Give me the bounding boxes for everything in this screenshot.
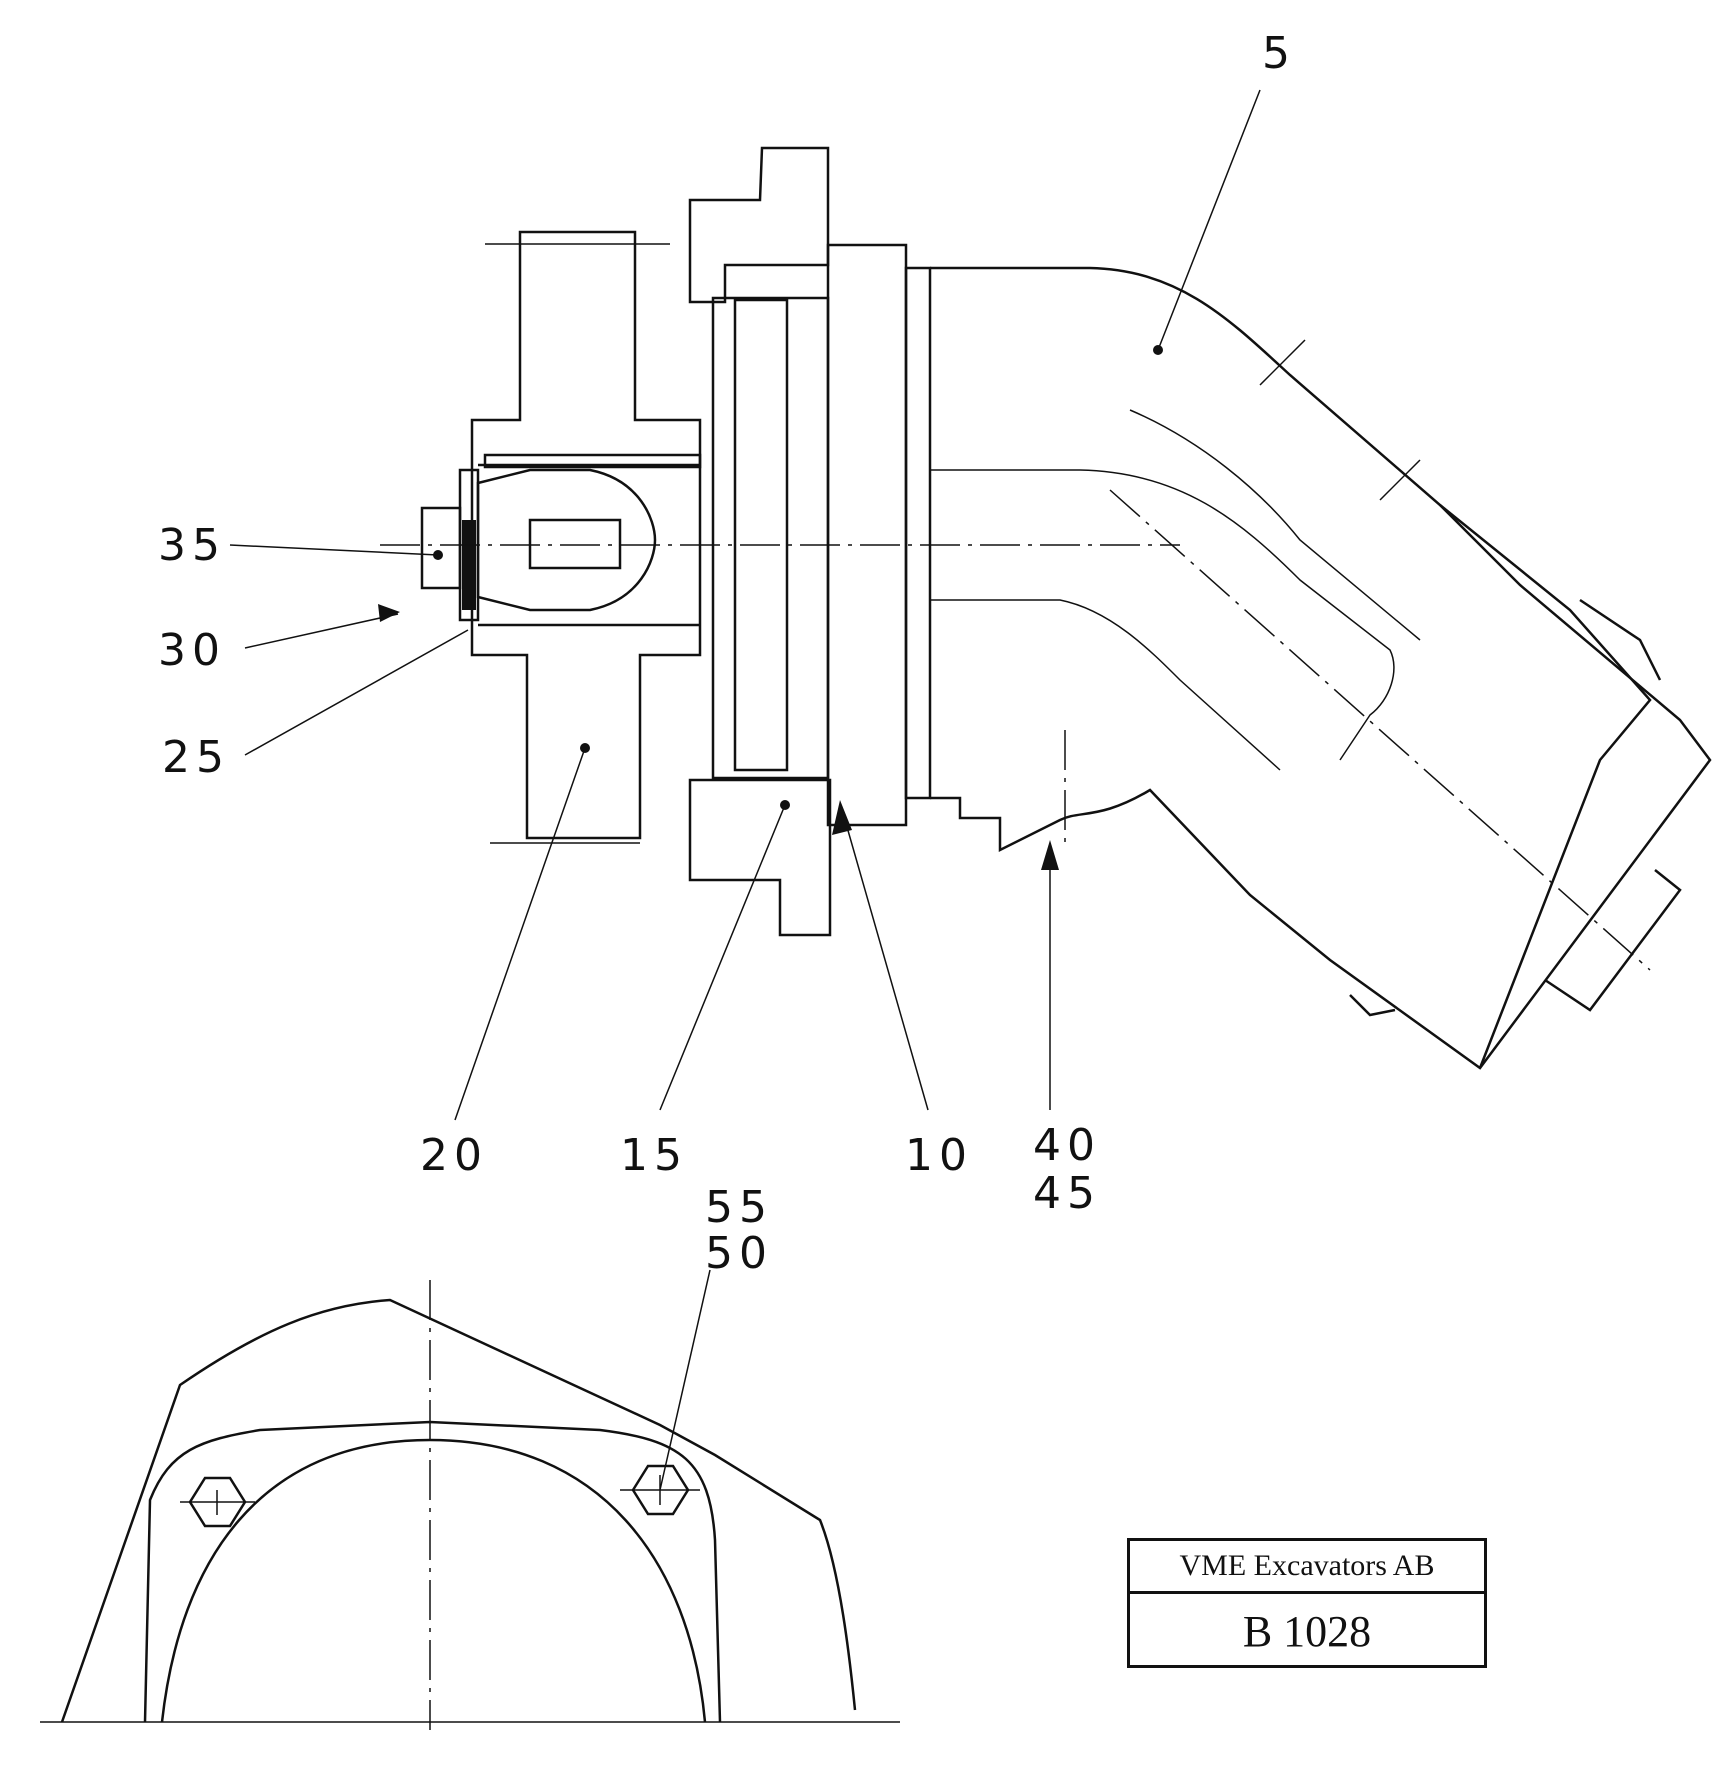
callout-25: 25 <box>162 732 230 783</box>
mounting-flange <box>470 230 702 844</box>
callout-5: 5 <box>1262 28 1296 79</box>
hydraulic-motor <box>826 243 1712 1070</box>
callout-55: 55 <box>705 1182 773 1233</box>
company-name: VME Excavators AB <box>1130 1541 1484 1594</box>
callout-45: 45 <box>1033 1168 1101 1219</box>
title-block: VME Excavators AB B 1028 <box>1127 1538 1487 1668</box>
adapter-housing <box>688 146 832 937</box>
callout-50: 50 <box>705 1228 773 1279</box>
shaft-assembly <box>380 453 1180 627</box>
callout-40: 40 <box>1033 1120 1101 1171</box>
callout-30: 30 <box>158 625 226 676</box>
callout-20: 20 <box>420 1130 488 1181</box>
end-view <box>40 1280 900 1730</box>
callout-15: 15 <box>620 1130 688 1181</box>
leader-lines <box>229 89 1261 1491</box>
drawing-number: B 1028 <box>1242 1606 1372 1656</box>
callout-labels: 5 35 30 25 20 15 10 40 45 55 50 <box>158 28 1296 1279</box>
callout-35: 35 <box>158 520 226 571</box>
callout-10: 10 <box>905 1130 973 1181</box>
